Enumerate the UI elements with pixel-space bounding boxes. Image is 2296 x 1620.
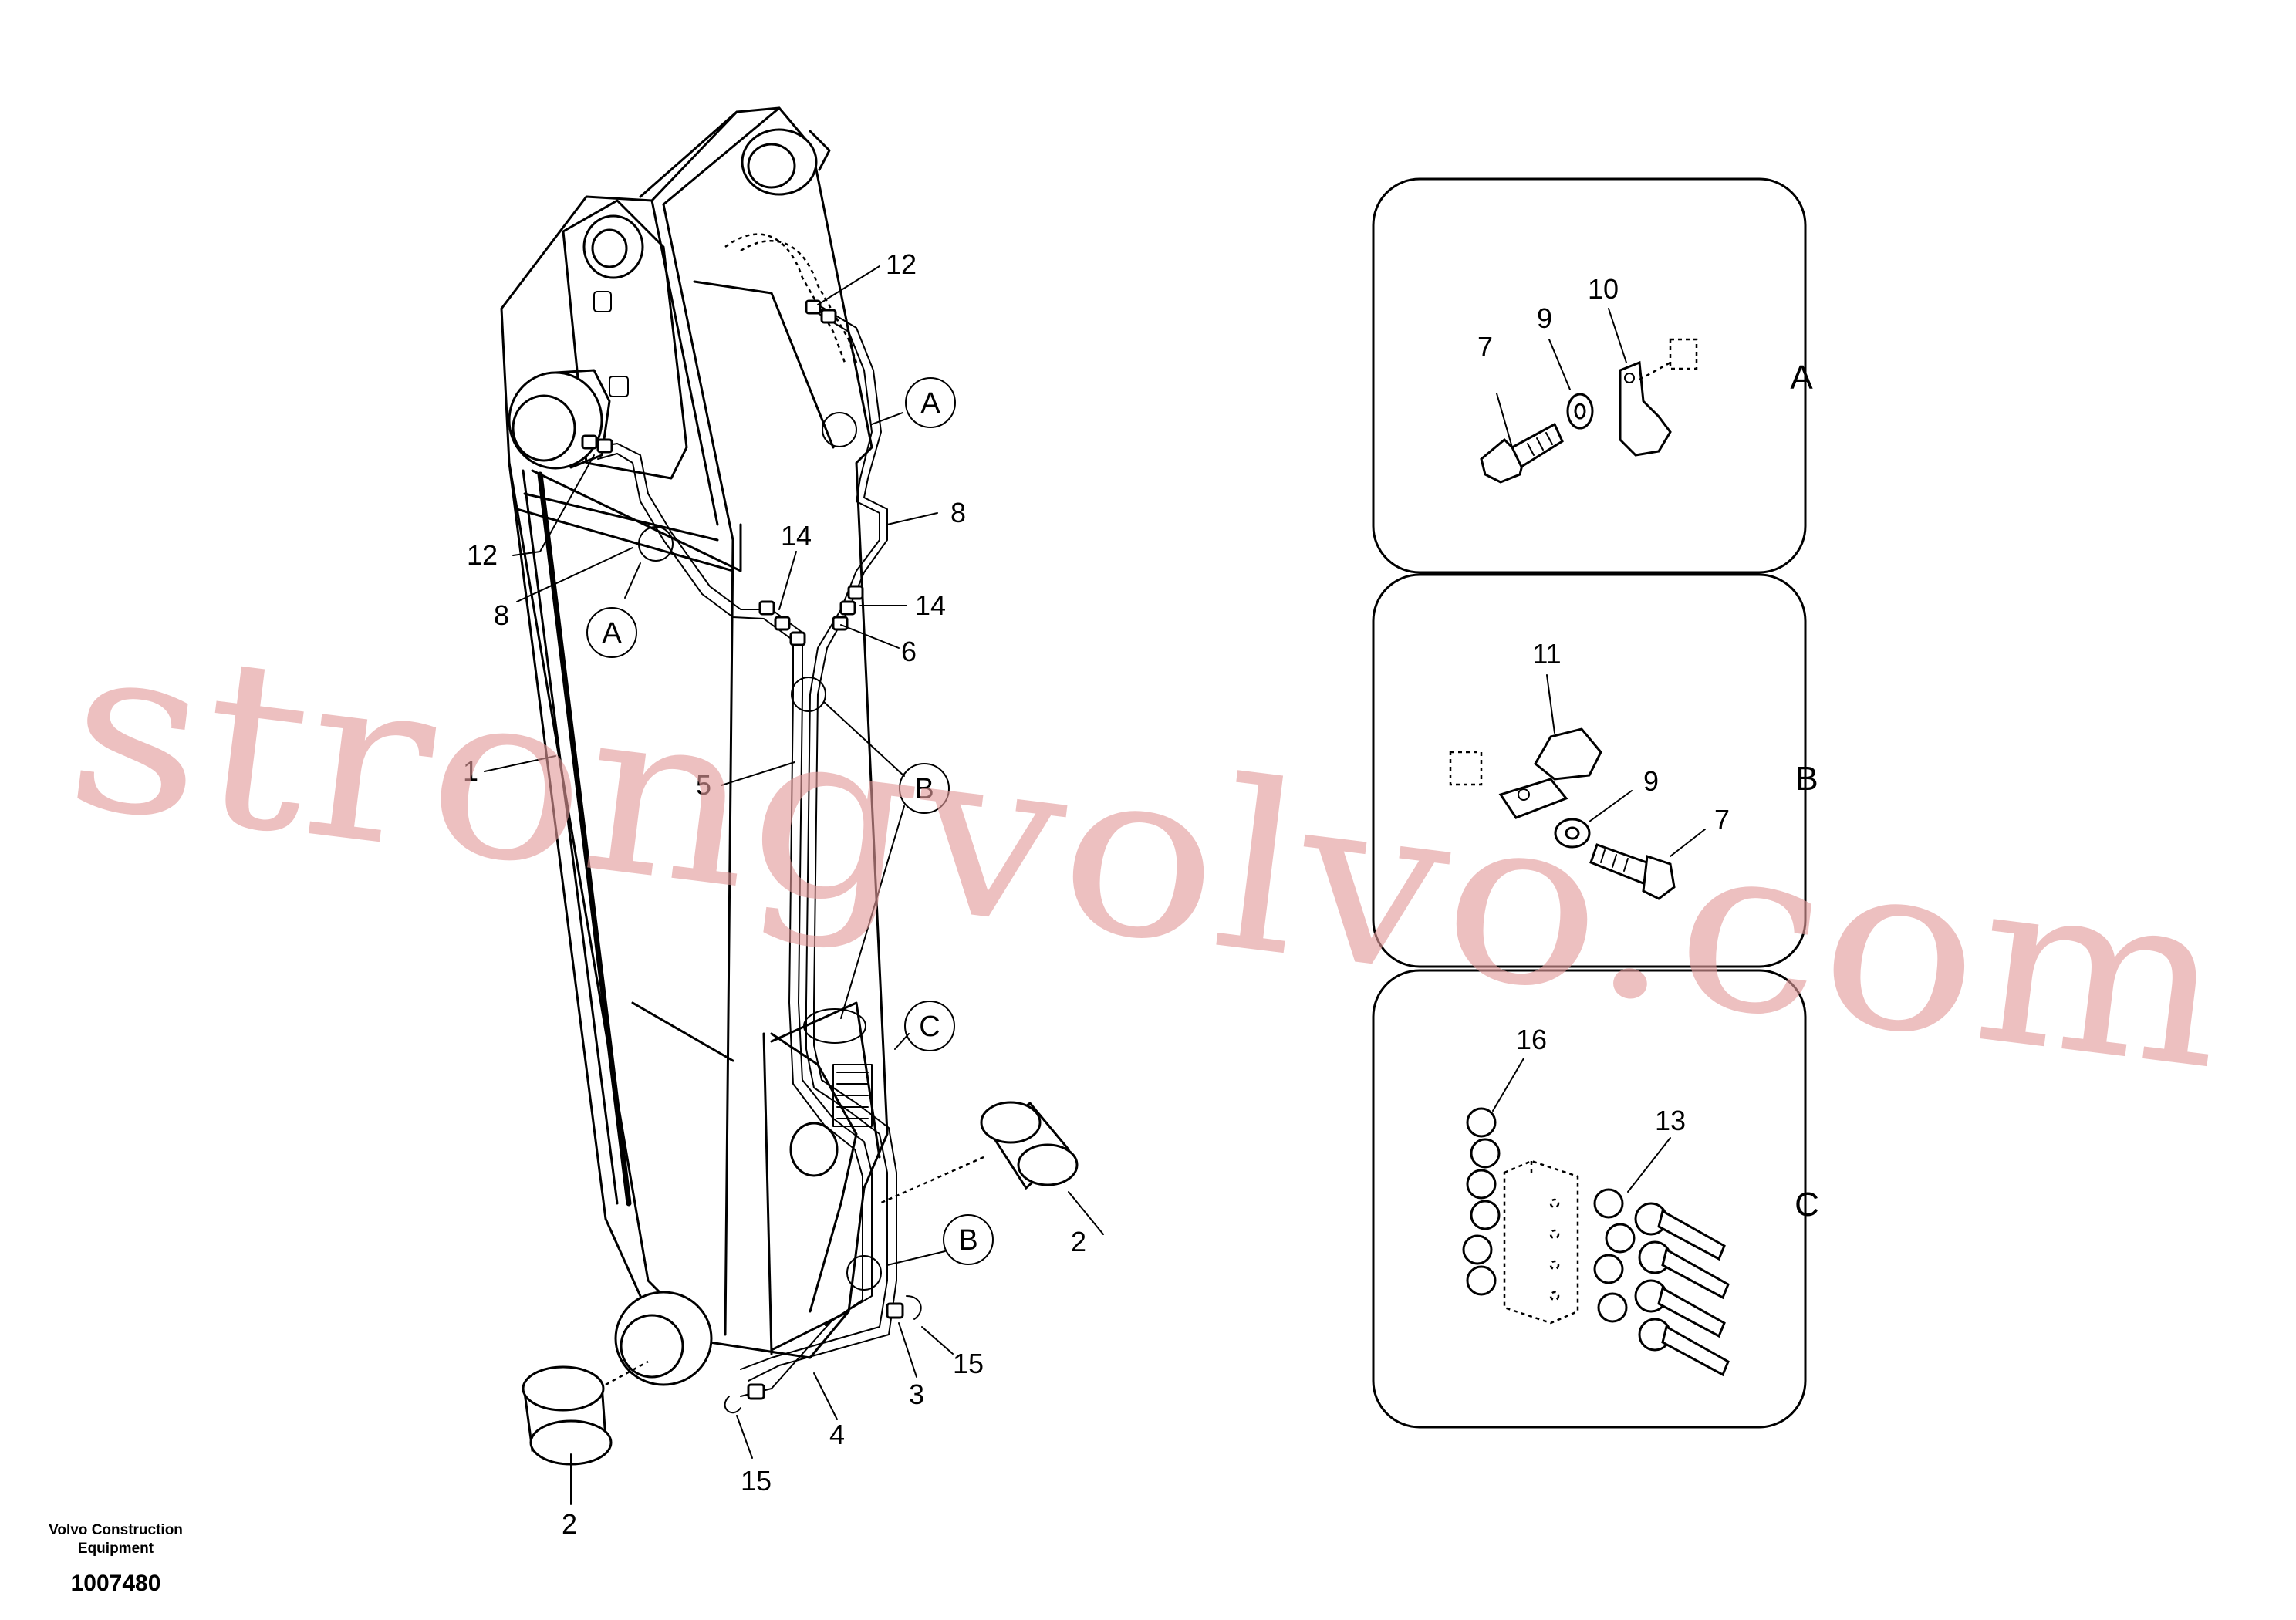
connector-block [1503, 1159, 1579, 1325]
fittings-13 [1593, 1188, 1730, 1377]
clamp-icon [1449, 727, 1602, 819]
detail-panel-a: 7 9 10 A [1372, 177, 1813, 574]
panel-a-label-7: 7 [1477, 331, 1493, 363]
panel-b-label-11: 11 [1532, 638, 1561, 670]
label-2-bottom: 2 [562, 1508, 577, 1540]
watermark-text: strongvolvo.com [56, 590, 2240, 1122]
detail-panel-b: 11 9 7 B [1372, 573, 1818, 968]
label-12-top: 12 [886, 248, 917, 280]
label-12-left: 12 [467, 539, 498, 571]
clamp-icon [1619, 338, 1698, 457]
label-2-right: 2 [1071, 1226, 1086, 1257]
bushing-right [879, 1101, 1079, 1205]
company-name-line2: Equipment [78, 1541, 154, 1557]
panel-a-label-9: 9 [1537, 302, 1552, 334]
detail-panel-c: 16 13 C [1372, 969, 1819, 1429]
label-a-right: A [920, 387, 940, 420]
detail-circle-c [803, 1008, 866, 1044]
bushing-bottom [522, 1360, 649, 1466]
company-name-line1: Volvo Construction [49, 1522, 183, 1538]
label-15-bottom: 15 [741, 1465, 772, 1497]
label-3: 3 [909, 1379, 924, 1410]
panel-c-tag: C [1795, 1186, 1819, 1223]
panel-c-label-13: 13 [1655, 1105, 1686, 1136]
panel-c-label-16: 16 [1516, 1024, 1547, 1055]
detail-circle-b-mid [791, 677, 826, 712]
hydraulic-lines [581, 233, 922, 1414]
label-5: 5 [696, 769, 711, 801]
label-15-right: 15 [953, 1348, 984, 1379]
label-b-low: B [958, 1224, 977, 1257]
label-1: 1 [463, 755, 478, 787]
bolt-icon [1589, 843, 1676, 900]
panel-b-label-7: 7 [1714, 804, 1730, 835]
bolt-icon [1480, 422, 1564, 484]
detail-circle-a-right [822, 412, 857, 447]
detail-circle-b-low [846, 1255, 882, 1291]
label-b-mid: B [914, 773, 934, 805]
label-4: 4 [829, 1419, 845, 1450]
label-8-right: 8 [950, 497, 966, 528]
boom-body [500, 106, 889, 1386]
label-14-right: 14 [915, 589, 946, 621]
panel-b-label-9: 9 [1643, 765, 1659, 797]
panel-a-tag: A [1790, 359, 1813, 397]
label-8-left: 8 [494, 599, 509, 631]
nuts-16 [1462, 1107, 1501, 1296]
label-6: 6 [901, 636, 917, 667]
label-14-mid: 14 [781, 520, 812, 552]
document-number: 1007480 [71, 1571, 161, 1596]
panel-b-tag: B [1795, 760, 1818, 798]
label-c-mid: C [919, 1011, 940, 1043]
main-callouts: 12 A 8 12 8 A 14 14 6 1 5 [463, 248, 1104, 1540]
panel-a-label-10: 10 [1588, 273, 1619, 305]
detail-circle-a-left [638, 526, 674, 562]
fittings [581, 299, 922, 1414]
label-a-left: A [602, 617, 622, 650]
